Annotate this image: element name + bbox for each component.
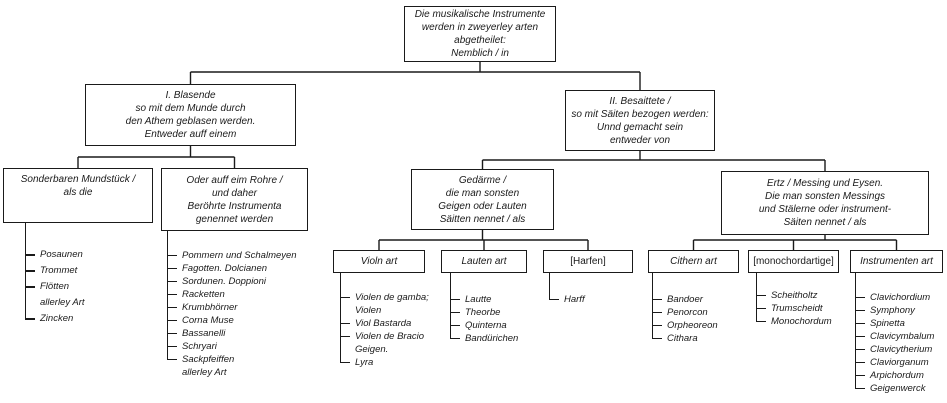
list-item: Viol Bastarda [340, 317, 429, 330]
rohr-label: Oder auff eim Rohre / und daher Beröhrte… [186, 174, 283, 225]
branch-blasende-label: I. Blasende so mit dem Munde durch den A… [125, 90, 256, 140]
instrumenten-art-label: Instrumenten art [860, 256, 933, 267]
branch-besaittete-box: II. Besaittete / so mit Säiten bezogen w… [565, 90, 715, 151]
list-item: Schryari [167, 340, 297, 353]
list-item: Arpichordum [855, 369, 934, 382]
gedaerme-box: Gedärme / die man sonsten Geigen oder La… [411, 169, 554, 230]
connector-besaittete-children [481, 151, 826, 171]
list-item: Monochordum [756, 315, 832, 328]
list-item: Claviorganum [855, 356, 934, 369]
list-item: Spinetta [855, 317, 934, 330]
root-box-label: Die musikalische Instrumente werden in z… [414, 9, 546, 59]
lauten-art-box: Lauten art [441, 250, 527, 273]
list-item: Clavichordium [855, 291, 934, 304]
list-item: Harff [549, 293, 585, 306]
monochordartige-label: [monochordartige] [753, 256, 834, 267]
list-item: Clavicytherium [855, 343, 934, 356]
list-item: Lyra [340, 356, 429, 369]
list-item: Fagotten. Dolcianen [167, 262, 297, 275]
violn-art-box: Violn art [333, 250, 425, 273]
list-item: Sackpfeiffen allerley Art [167, 353, 297, 379]
list-item: Bandürichen [450, 332, 518, 345]
list-item: Flötten allerley Art [25, 279, 85, 311]
harfen-label: [Harfen] [570, 256, 606, 267]
gedaerme-label: Gedärme / die man sonsten Geigen oder La… [438, 174, 527, 225]
cithern-art-label: Cithern art [670, 256, 717, 267]
cithern-art-box: Cithern art [648, 250, 739, 273]
list-item: Corna Muse [167, 314, 297, 327]
list-item: Geigenwerck [855, 382, 934, 395]
rohr-box: Oder auff eim Rohre / und daher Beröhrte… [161, 168, 308, 231]
root-box: Die musikalische Instrumente werden in z… [404, 6, 556, 62]
connector-blasende-children [77, 146, 236, 168]
list-item: Cithara [652, 332, 718, 345]
list-item: Posaunen [25, 247, 85, 263]
branch-blasende-box: I. Blasende so mit dem Munde durch den A… [85, 84, 296, 146]
list-item: Theorbe [450, 306, 518, 319]
list-item: Trumscheidt [756, 302, 832, 315]
list-item: Bandoer [652, 293, 718, 306]
list-item: Racketten [167, 288, 297, 301]
connector-ertz-groups [692, 235, 898, 250]
mundstueck-box: Sonderbaren Mundstück / als die [3, 168, 153, 223]
list-item: Krumbhörner [167, 301, 297, 314]
lauten-art-label: Lauten art [461, 256, 507, 267]
list-item: Quinterna [450, 319, 518, 332]
list-item: Violen de Bracio Geigen. [340, 330, 429, 356]
list-item: Sordunen. Doppioni [167, 275, 297, 288]
list-item: Scheitholtz [756, 289, 832, 302]
list-item: Pommern und Schalmeyen [167, 249, 297, 262]
list-item: Trommet [25, 263, 85, 279]
connector-root-to-branches [189, 62, 641, 90]
violn-art-label: Violn art [360, 256, 398, 267]
ertz-label: Ertz / Messing und Eysen. Die man sonste… [758, 178, 892, 228]
list-item: Symphony [855, 304, 934, 317]
instrumenten-art-box: Instrumenten art [850, 250, 943, 273]
list-item: Clavicymbalum [855, 330, 934, 343]
branch-besaittete-label: II. Besaittete / so mit Säiten bezogen w… [571, 95, 709, 146]
harfen-box: [Harfen] [543, 250, 633, 273]
list-item: Bassanelli [167, 327, 297, 340]
list-item: Violen de gamba; Violen [340, 291, 429, 317]
list-item: Orpheoreon [652, 319, 718, 332]
connector-gedaerme-groups [378, 230, 589, 250]
ertz-box: Ertz / Messing und Eysen. Die man sonste… [721, 171, 929, 235]
monochordartige-box: [monochordartige] [748, 250, 839, 273]
list-item: Zincken [25, 311, 85, 327]
list-item: Penorcon [652, 306, 718, 319]
mundstueck-label: Sonderbaren Mundstück / als die [20, 174, 136, 198]
harfen-list: Harff [549, 273, 585, 306]
list-item: Lautte [450, 293, 518, 306]
